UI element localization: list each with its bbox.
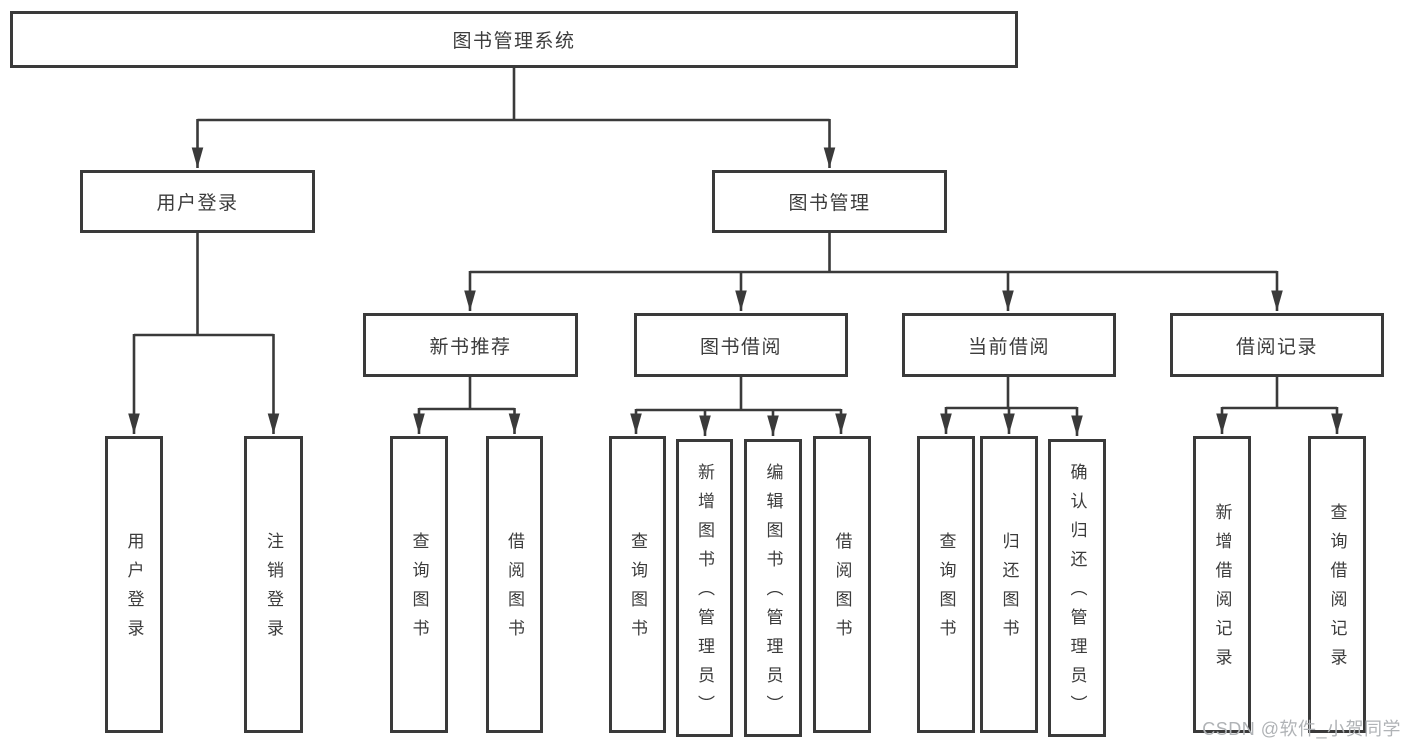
connector-new-book-recommend-group [413, 377, 521, 434]
node-leaf-add-books-admin: 新增图书（管理员） [676, 439, 733, 737]
node-leaf-query-borrow-record: 查询借阅记录 [1308, 436, 1366, 733]
node-leaf-add-borrow-record: 新增借阅记录 [1193, 436, 1251, 733]
node-new-book-recommend: 新书推荐 [363, 313, 578, 377]
node-current-borrowing: 当前借阅 [902, 313, 1116, 377]
node-book-management: 图书管理 [712, 170, 947, 233]
node-book-borrowing: 图书借阅 [634, 313, 848, 377]
node-leaf-user-login: 用户登录 [105, 436, 163, 733]
connector-borrow-records-group [1216, 377, 1343, 434]
node-leaf-borrow-books-recommend: 借阅图书 [486, 436, 543, 733]
node-leaf-query-books-recommend: 查询图书 [390, 436, 448, 733]
connector-book-borrowing-group [630, 377, 847, 436]
node-leaf-query-books-borrowing: 查询图书 [609, 436, 666, 733]
node-leaf-confirm-return-admin: 确认归还（管理员） [1048, 439, 1106, 737]
node-leaf-return-books: 归还图书 [980, 436, 1038, 733]
connector-book-management-to-level3 [464, 233, 1283, 311]
connector-user-login-group [128, 233, 280, 434]
csdn-watermark: CSDN @软件_小贺同学 [1202, 719, 1401, 739]
node-leaf-borrow-books-borrowing: 借阅图书 [813, 436, 871, 733]
node-leaf-edit-books-admin: 编辑图书（管理员） [744, 439, 802, 737]
node-leaf-logout: 注销登录 [244, 436, 303, 733]
node-leaf-query-books-current: 查询图书 [917, 436, 975, 733]
connector-root-to-level2 [191, 68, 836, 168]
connector-current-borrowing-group [940, 377, 1083, 436]
node-borrow-records: 借阅记录 [1170, 313, 1384, 377]
node-user-login: 用户登录 [80, 170, 315, 233]
node-library-management-system: 图书管理系统 [10, 11, 1018, 68]
